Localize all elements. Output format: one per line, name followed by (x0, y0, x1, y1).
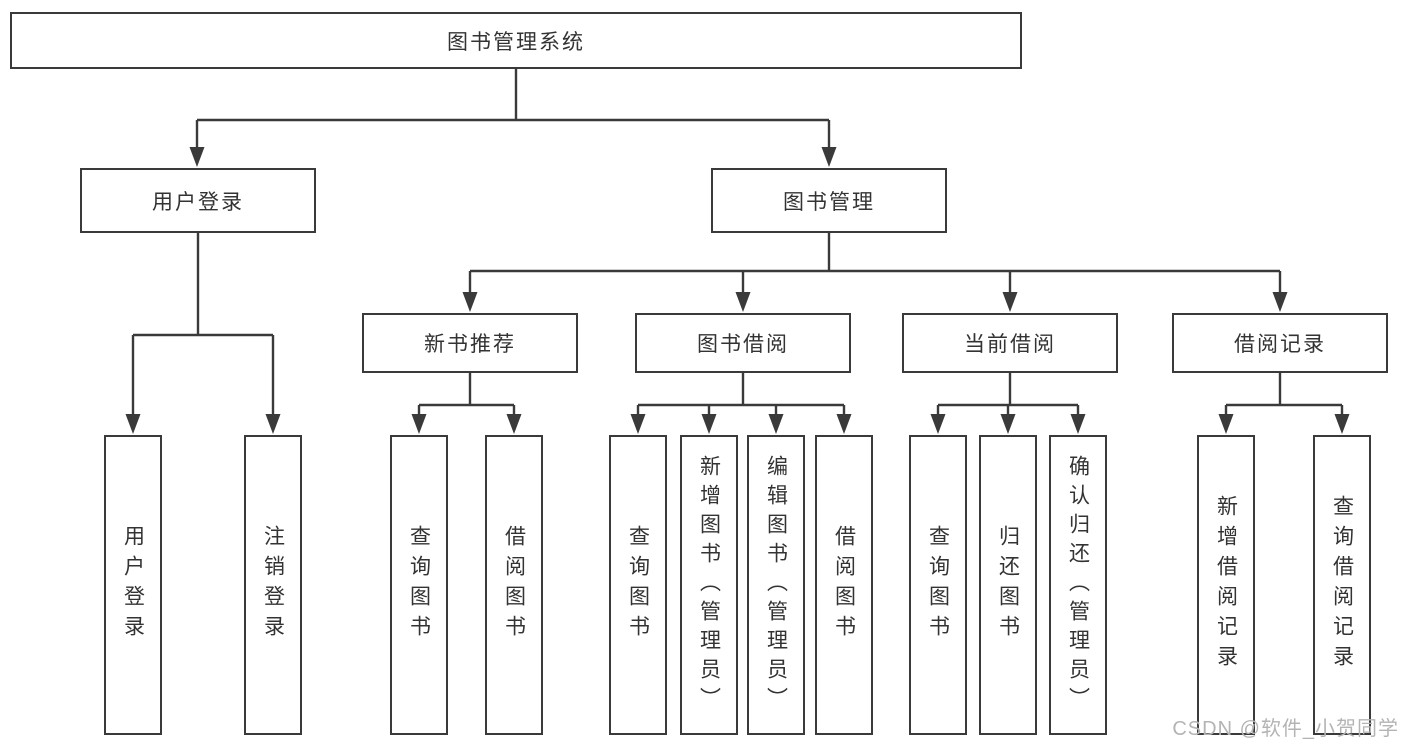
leaf-query-books-current: 查询图书 (909, 435, 967, 735)
leaf-user-login: 用户登录 (104, 435, 162, 735)
node-new-book-recommend: 新书推荐 (362, 313, 578, 373)
node-user-login: 用户登录 (80, 168, 316, 233)
leaf-return-books: 归还图书 (979, 435, 1037, 735)
node-current-borrow: 当前借阅 (902, 313, 1118, 373)
leaf-add-borrow-record: 新增借阅记录 (1197, 435, 1255, 735)
leaf-query-books-borrow: 查询图书 (609, 435, 667, 735)
leaf-borrow-books: 借阅图书 (815, 435, 873, 735)
leaf-logout: 注销登录 (244, 435, 302, 735)
leaf-query-books-recommend: 查询图书 (390, 435, 448, 735)
leaf-confirm-return-admin: 确认归还（管理员） (1049, 435, 1107, 735)
leaf-borrow-books-recommend: 借阅图书 (485, 435, 543, 735)
leaf-query-borrow-record: 查询借阅记录 (1313, 435, 1371, 735)
watermark: CSDN @软件_小贺同学 (1172, 718, 1399, 740)
node-book-management: 图书管理 (711, 168, 947, 233)
leaf-edit-books-admin: 编辑图书（管理员） (747, 435, 805, 735)
node-borrow-records: 借阅记录 (1172, 313, 1388, 373)
node-book-borrow: 图书借阅 (635, 313, 851, 373)
leaf-add-books-admin: 新增图书（管理员） (680, 435, 738, 735)
node-library-management-system: 图书管理系统 (10, 12, 1022, 69)
